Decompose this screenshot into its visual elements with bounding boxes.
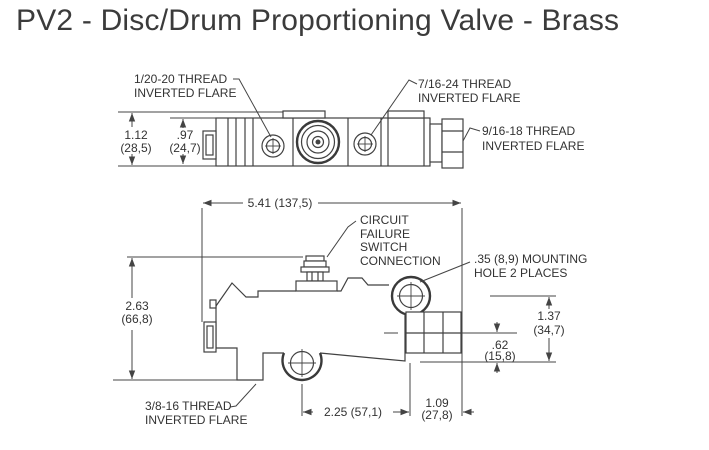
label-switch-line1: CIRCUIT bbox=[360, 213, 409, 227]
dim-2-63-mm: (66,8) bbox=[121, 312, 152, 326]
extension-lines bbox=[113, 208, 556, 416]
dim-1-09-mm: (27,8) bbox=[421, 408, 452, 422]
top-view-outlet-fitting bbox=[429, 118, 464, 169]
dim-5-41: 5.41 (137,5) bbox=[248, 196, 313, 210]
dim-2-25: 2.25 (57,1) bbox=[324, 405, 382, 419]
dim-side-overall-height: 2.63 (66,8) bbox=[121, 258, 153, 379]
dim-1-12-mm: (28,5) bbox=[120, 141, 151, 155]
leader-outlet bbox=[462, 127, 481, 142]
label-switch-line2: FAILURE bbox=[360, 227, 410, 241]
leader-port-right bbox=[370, 79, 418, 136]
dim-top-body-height: .97 (24,7) bbox=[169, 117, 217, 164]
label-switch-line4: CONNECTION bbox=[360, 254, 441, 268]
leader-port-bottom bbox=[229, 383, 257, 408]
top-view-left-connector bbox=[202, 130, 217, 160]
dim-outlet-drop: 1.37 (34,7) bbox=[533, 297, 565, 361]
label-port-bottom-line1: 3/8-16 THREAD bbox=[145, 399, 232, 413]
top-view: 1/20-20 THREAD INVERTED FLARE 7/16-24 TH… bbox=[118, 72, 584, 169]
circuit-failure-switch-connector bbox=[295, 255, 338, 292]
dim-097-in: .97 bbox=[177, 128, 194, 142]
dim-062-mm: (15,8) bbox=[484, 349, 515, 363]
dim-side-overall-length: 5.41 (137,5) bbox=[203, 196, 461, 210]
mounting-hole-bottom-icon bbox=[281, 349, 323, 382]
leader-circuit-switch bbox=[326, 220, 357, 258]
dim-top-overall-height: 1.12 (28,5) bbox=[118, 111, 283, 167]
label-outlet-line1: 9/16-18 THREAD bbox=[482, 124, 575, 138]
side-view-outlet-fitting bbox=[384, 311, 462, 354]
dim-1-12-in: 1.12 bbox=[124, 128, 148, 142]
inverted-flare-port-left-icon bbox=[261, 134, 285, 158]
page-title: PV2 - Disc/Drum Proportioning Valve - Br… bbox=[16, 4, 620, 37]
side-view-left-connector bbox=[203, 299, 217, 353]
dim-2-63-in: 2.63 bbox=[125, 299, 149, 313]
label-port-right-line2: INVERTED FLARE bbox=[418, 91, 520, 105]
dim-097-mm: (24,7) bbox=[169, 141, 200, 155]
leader-port-left bbox=[233, 78, 272, 138]
dim-1-37-in: 1.37 bbox=[537, 309, 561, 323]
switch-port-center-icon bbox=[295, 119, 341, 165]
label-outlet-line2: INVERTED FLARE bbox=[482, 139, 584, 153]
label-port-bottom-line2: INVERTED FLARE bbox=[145, 413, 247, 427]
label-mounting-line1: .35 (8,9) MOUNTING bbox=[474, 252, 587, 266]
dim-outlet-center: .62 (15,8) bbox=[484, 322, 516, 373]
label-port-left-line1: 1/20-20 THREAD bbox=[134, 72, 227, 86]
label-port-right-line1: 7/16-24 THREAD bbox=[418, 77, 511, 91]
dim-hole-spacing: 2.25 (57,1) 1.09 (27,8) bbox=[303, 396, 474, 422]
label-mounting-line2: HOLE 2 PLACES bbox=[474, 266, 567, 280]
dim-1-37-mm: (34,7) bbox=[533, 323, 564, 337]
inverted-flare-port-right-icon bbox=[353, 132, 377, 156]
dim-062-in: .62 bbox=[492, 338, 509, 352]
label-switch-line3: SWITCH bbox=[360, 240, 407, 254]
dim-1-09-in: 1.09 bbox=[425, 396, 449, 410]
mounting-hole-top-icon bbox=[390, 275, 432, 317]
side-view: CIRCUIT FAILURE SWITCH CONNECTION .35 (8… bbox=[113, 196, 587, 427]
label-port-left-line2: INVERTED FLARE bbox=[134, 86, 236, 100]
